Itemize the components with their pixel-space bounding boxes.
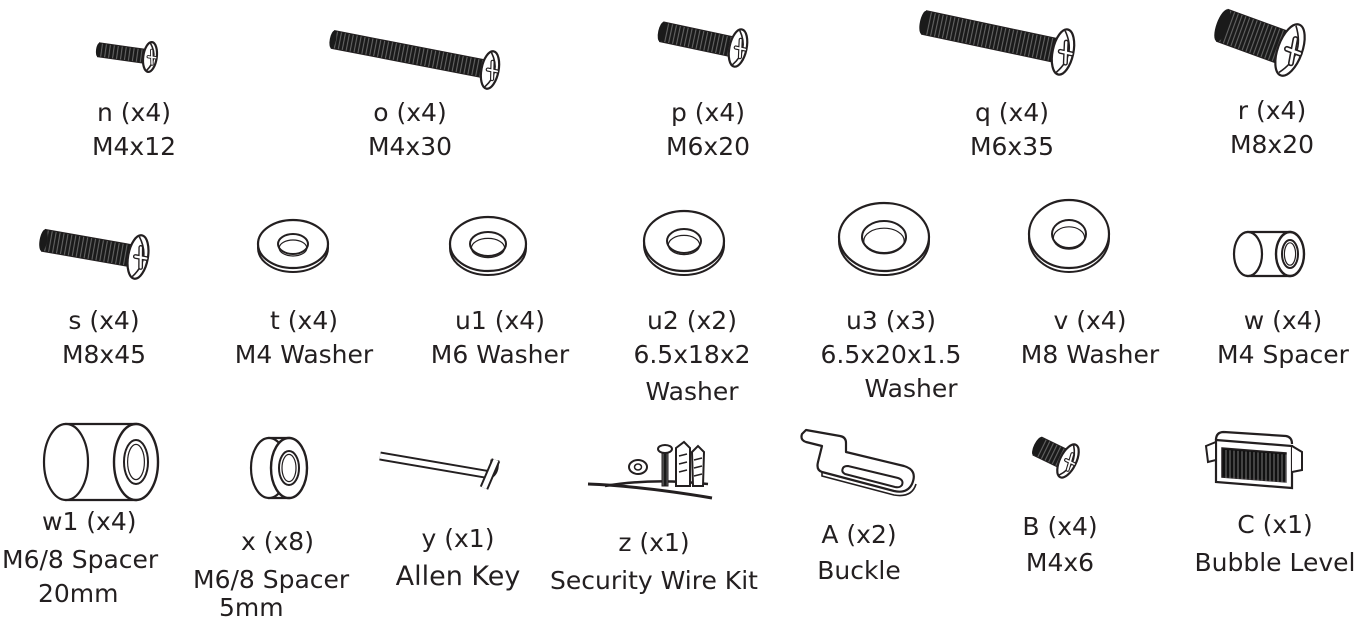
- label-B-spec: M4x6: [1025, 548, 1095, 577]
- washer-u2-icon: [642, 209, 726, 276]
- screw-B-icon: [1032, 436, 1080, 479]
- label-B: B (x4) M4x6: [990, 510, 1130, 580]
- label-q: q (x4) M6x35: [942, 96, 1082, 164]
- screw-p-icon: [657, 21, 749, 68]
- label-C: C (x1) Bubble Level: [1186, 508, 1364, 580]
- label-u2: u2 (x2) 6.5x18x2 Washer: [605, 304, 779, 409]
- label-q-name: q (x4): [974, 98, 1050, 127]
- label-v-spec: M8 Washer: [1020, 340, 1160, 369]
- label-u1: u1 (x4) M6 Washer: [413, 304, 587, 372]
- label-w1-spec: M6/8 Spacer: [2, 545, 159, 574]
- label-s: s (x4) M8x45: [34, 304, 174, 372]
- label-u3-name: u3 (x3): [846, 306, 936, 335]
- label-v-name: v (x4): [1053, 306, 1127, 335]
- label-A-name: A (x2): [821, 520, 897, 549]
- washer-u3-icon: [837, 201, 931, 276]
- label-v: v (x4) M8 Washer: [1003, 304, 1177, 372]
- label-r-name: r (x4): [1237, 96, 1307, 125]
- label-x-spec: M6/8 Spacer: [193, 565, 350, 594]
- label-p-name: p (x4): [670, 98, 746, 127]
- label-r-spec: M8x20: [1229, 130, 1315, 159]
- label-o: o (x4) M4x30: [340, 96, 480, 164]
- label-y: y (x1) Allen Key: [386, 522, 530, 594]
- washer-v-icon: [1027, 198, 1111, 273]
- label-u3-type: Washer: [864, 374, 958, 403]
- screw-r-icon: [1214, 8, 1306, 77]
- label-A: A (x2) Buckle: [789, 518, 929, 588]
- label-x-size: 5mm: [219, 593, 284, 622]
- bubble-level-icon: [1204, 430, 1303, 490]
- label-y-name: y (x1): [421, 524, 495, 553]
- spacer-w-icon: [1232, 230, 1306, 278]
- allen-key-icon: [379, 451, 501, 490]
- label-w: w (x4) M4 Spacer: [1196, 304, 1368, 372]
- washer-t-icon: [256, 218, 330, 273]
- screw-s-icon: [39, 228, 150, 280]
- label-C-spec: Bubble Level: [1194, 548, 1356, 577]
- label-u2-type: Washer: [645, 377, 739, 406]
- label-s-name: s (x4): [68, 306, 140, 335]
- label-n-name: n (x4): [97, 98, 171, 127]
- label-n: n (x4) M4x12: [64, 96, 204, 164]
- label-p-spec: M6x20: [665, 132, 751, 161]
- screw-o-icon: [329, 30, 501, 90]
- security-wire-kit-icon: [587, 440, 713, 500]
- label-u3-spec: 6.5x20x1.5: [820, 340, 962, 369]
- label-z-spec: Security Wire Kit: [550, 566, 758, 595]
- label-x: x (x8) M6/8 Spacer 5mm: [193, 525, 373, 625]
- label-s-spec: M8x45: [61, 340, 147, 369]
- label-t-name: t (x4): [270, 306, 338, 335]
- label-z-name: z (x1): [618, 528, 690, 557]
- label-w-name: w (x4): [1243, 306, 1323, 335]
- label-u1-name: u1 (x4): [455, 306, 545, 335]
- label-x-name: x (x8): [241, 527, 314, 556]
- washer-u1-icon: [448, 215, 528, 276]
- label-u1-spec: M6 Washer: [430, 340, 570, 369]
- label-q-spec: M6x35: [969, 132, 1055, 161]
- screw-n-icon: [95, 41, 159, 73]
- label-u2-name: u2 (x2): [647, 306, 737, 335]
- label-t: t (x4) M4 Washer: [217, 304, 391, 372]
- spacer-w1-icon: [42, 422, 160, 502]
- label-u2-spec: 6.5x18x2: [633, 340, 751, 369]
- spacer-x-icon: [249, 436, 309, 500]
- label-y-spec: Allen Key: [395, 561, 521, 592]
- label-C-name: C (x1): [1237, 510, 1313, 539]
- screw-q-icon: [919, 10, 1076, 76]
- label-p: p (x4) M6x20: [638, 96, 778, 164]
- label-u3: u3 (x3) 6.5x20x1.5 Washer: [798, 304, 984, 406]
- label-w1-name: w1 (x4): [42, 507, 137, 536]
- label-B-name: B (x4): [1022, 512, 1098, 541]
- label-z: z (x1) Security Wire Kit: [540, 526, 768, 598]
- label-o-name: o (x4): [373, 98, 447, 127]
- buckle-icon: [800, 428, 917, 497]
- label-w-spec: M4 Spacer: [1217, 340, 1349, 369]
- label-A-spec: Buckle: [817, 556, 901, 585]
- label-n-spec: M4x12: [91, 132, 177, 161]
- label-r: r (x4) M8x20: [1202, 94, 1342, 162]
- label-w1-size: 20mm: [38, 579, 119, 608]
- label-w1: w1 (x4) M6/8 Spacer 20mm: [2, 505, 180, 611]
- label-o-spec: M4x30: [367, 132, 453, 161]
- label-t-spec: M4 Washer: [234, 340, 374, 369]
